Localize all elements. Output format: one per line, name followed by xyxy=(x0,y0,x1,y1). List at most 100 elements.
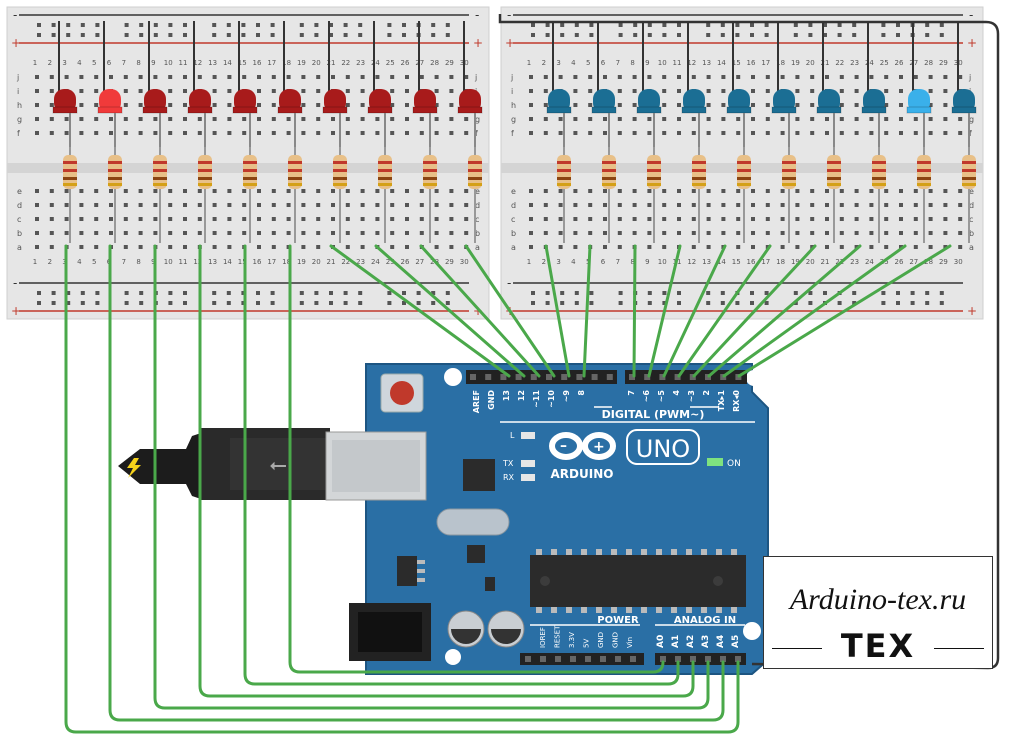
analog-pin-label: A1 xyxy=(671,635,681,648)
breadboard-right-resistor xyxy=(647,147,661,243)
breadboard-left-resistor xyxy=(63,147,77,243)
breadboard-right-led xyxy=(591,89,617,114)
breadboard-right-col-number: 1 xyxy=(527,258,531,266)
breadboard-right-led xyxy=(906,89,932,114)
breadboard-left-row-letter: f xyxy=(17,129,20,138)
breadboard-left-col-number: 12 xyxy=(193,258,202,266)
power-pin-label: Vin xyxy=(626,637,634,648)
breadboard-right-col-number: 23 xyxy=(850,258,859,266)
breadboard-left-col-number: 5 xyxy=(92,258,96,266)
breadboard-left-col-number: 15 xyxy=(238,258,247,266)
breadboard-left-resistor xyxy=(468,147,482,243)
breadboard-left-led xyxy=(142,89,168,114)
breadboard-left-col-number: 15 xyxy=(238,59,247,67)
model-label: UNO xyxy=(636,435,690,463)
breadboard-left-col-number: 11 xyxy=(179,59,188,67)
breadboard-right-col-number: 2 xyxy=(542,59,546,67)
breadboard-left-col-number: 17 xyxy=(267,258,276,266)
breadboard-right-led xyxy=(861,89,887,114)
breadboard-left-led xyxy=(457,89,483,114)
breadboard-right-col-number: 8 xyxy=(630,258,634,266)
breadboard-right-col-number: 24 xyxy=(865,258,874,266)
breadboard-right-row-letter: j xyxy=(510,73,513,82)
breadboard-right-led xyxy=(546,89,572,114)
breadboard-left-col-number: 8 xyxy=(136,258,140,266)
breadboard-right-col-number: 6 xyxy=(601,258,606,266)
breadboard-left-rail-symbol: - xyxy=(13,276,17,290)
jumper-wire xyxy=(544,244,571,378)
breadboard-right-rail-symbol: - xyxy=(969,8,973,22)
breadboard-left-col-number: 3 xyxy=(62,59,66,67)
breadboard-right-col-number: 1 xyxy=(527,59,531,67)
breadboard-left-col-number: 26 xyxy=(401,258,410,266)
breadboard-right-row-letter: d xyxy=(969,201,974,210)
breadboard-right-col-number: 3 xyxy=(556,59,560,67)
breadboard-left-led xyxy=(367,89,393,114)
breadboard-right-row-letter: g xyxy=(969,115,974,124)
breadboard-left-col-number: 29 xyxy=(445,258,454,266)
jumper-wire xyxy=(153,244,710,710)
breadboard-left-col-number: 4 xyxy=(77,258,82,266)
digital-pin-label: 13 xyxy=(502,390,511,401)
breadboard-left-col-number: 7 xyxy=(122,59,126,67)
breadboard-left-row-letter: c xyxy=(17,215,21,224)
breadboard-right-led xyxy=(726,89,752,114)
breadboard-right-col-number: 15 xyxy=(732,258,741,266)
breadboard-right-row-letter: h xyxy=(511,101,516,110)
breadboard-left-col-number: 19 xyxy=(297,258,306,266)
breadboard-right-row-letter: f xyxy=(969,129,972,138)
jumper-wire xyxy=(288,244,665,674)
breadboard-left-rail-symbol: + xyxy=(473,36,483,50)
breadboard-left-resistor xyxy=(423,147,437,243)
jumper-wire xyxy=(692,244,817,378)
jumper-wire xyxy=(647,244,682,378)
lightning-icon xyxy=(127,458,141,478)
breadboard-right-col-number: 16 xyxy=(747,258,756,266)
breadboard-right-col-number: 20 xyxy=(806,59,815,67)
breadboard-left-col-number: 10 xyxy=(164,59,173,67)
breadboard-right-col-number: 7 xyxy=(616,258,620,266)
breadboard-right-row-letter: i xyxy=(511,87,513,96)
breadboard-right-led xyxy=(951,89,977,114)
breadboard-left-row-letter: b xyxy=(475,229,480,238)
led-l-label: L xyxy=(510,431,515,440)
breadboard-left-resistor xyxy=(378,147,392,243)
breadboard-left-rail-symbol: + xyxy=(11,36,21,50)
breadboard-left-row-letter: d xyxy=(17,201,22,210)
breadboard-right-rail-symbol: - xyxy=(507,8,511,22)
breadboard-right-led xyxy=(636,89,662,114)
breadboard-right-col-number: 28 xyxy=(924,258,933,266)
breadboard-left-led xyxy=(412,89,438,114)
breadboard-left-col-number: 24 xyxy=(371,258,380,266)
breadboard-left-col-number: 28 xyxy=(430,59,439,67)
breadboard-right-resistor xyxy=(872,147,886,243)
breadboard-left-col-number: 21 xyxy=(327,258,336,266)
breadboard-right-col-number: 18 xyxy=(776,258,785,266)
breadboard-right-col-number: 9 xyxy=(645,59,649,67)
jumper-wire xyxy=(64,244,740,734)
breadboard-left-col-number: 30 xyxy=(460,258,469,266)
digital-header-2 xyxy=(625,370,747,384)
breadboard-right-col-number: 7 xyxy=(616,59,620,67)
breadboard-right-col-number: 29 xyxy=(939,258,948,266)
jumper-wire xyxy=(329,244,511,378)
watermark-url: Arduino-tex.ru xyxy=(789,583,967,616)
breadboard-left-row-letter: e xyxy=(475,187,480,196)
breadboard-right: -+-+-++jjiihhggffeeddccbbaa1122334455667… xyxy=(500,6,984,320)
breadboard-left-col-number: 22 xyxy=(341,258,350,266)
jumper-wire xyxy=(243,244,680,686)
jumper-wire xyxy=(198,244,695,698)
breadboard-left-led xyxy=(277,89,303,114)
breadboard-right-col-number: 26 xyxy=(895,59,904,67)
breadboard-right-row-letter: j xyxy=(968,73,971,82)
jumper-wire xyxy=(677,244,772,378)
breadboard-right-resistor xyxy=(692,147,706,243)
digital-pin-label: ~3 xyxy=(687,390,696,402)
breadboard-left-resistor xyxy=(333,147,347,243)
breadboard-left-col-number: 26 xyxy=(401,59,410,67)
analog-pin-label: A2 xyxy=(686,635,696,648)
breadboard-right-rail-symbol: + xyxy=(967,36,977,50)
breadboard-left-col-number: 10 xyxy=(164,258,173,266)
breadboard-left-col-number: 14 xyxy=(223,59,232,67)
breadboard-left-col-number: 11 xyxy=(179,258,188,266)
